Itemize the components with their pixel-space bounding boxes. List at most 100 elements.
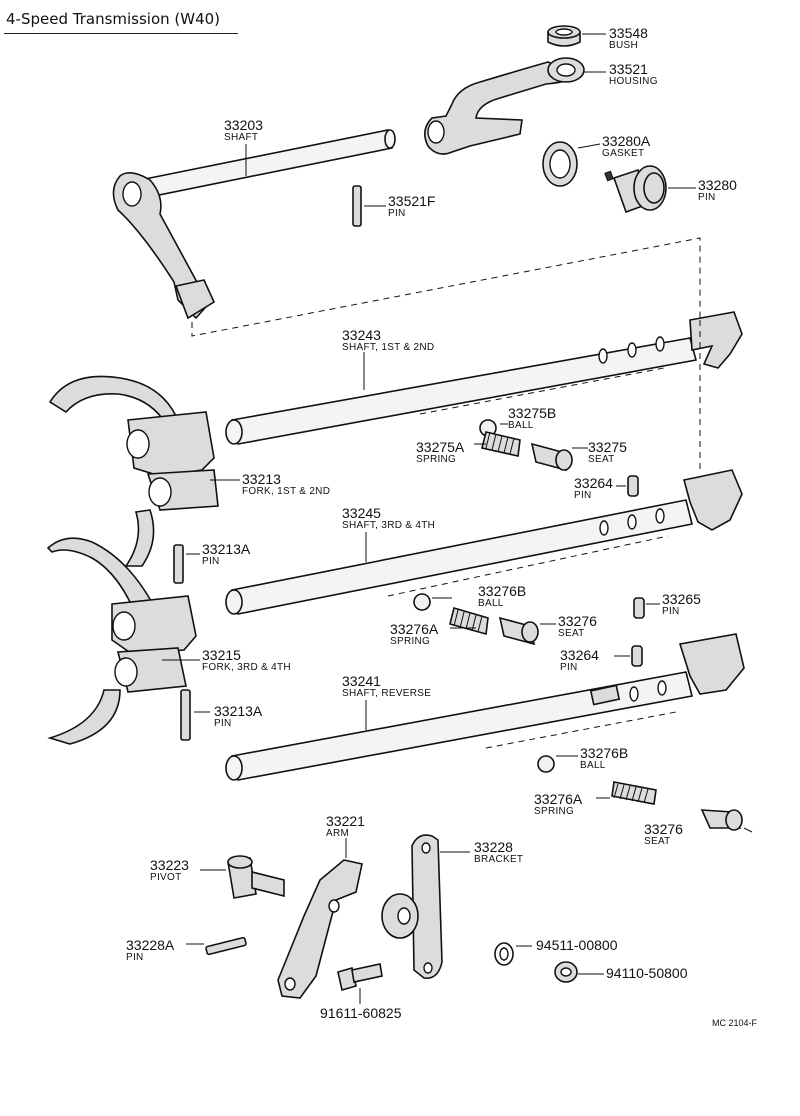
shaft-33241-drawing — [225, 633, 745, 781]
shaft-33203-drawing — [112, 129, 396, 320]
callout-33521: 33521 HOUSING — [609, 61, 658, 87]
svg-text:33213A: 33213A — [202, 541, 251, 557]
svg-text:33228A: 33228A — [126, 937, 175, 953]
arm-33221-drawing — [277, 859, 363, 999]
svg-text:PIN: PIN — [698, 192, 716, 203]
svg-text:33221: 33221 — [326, 813, 365, 829]
svg-text:FORK, 1ST & 2ND: FORK, 1ST & 2ND — [242, 486, 330, 497]
shaft-33245-drawing — [225, 469, 743, 615]
svg-text:PIN: PIN — [560, 662, 578, 673]
callout-33275B: 33275B BALL — [508, 405, 556, 431]
svg-text:33276A: 33276A — [390, 621, 439, 637]
gasket-33280A-drawing — [542, 141, 578, 187]
svg-text:PIVOT: PIVOT — [150, 872, 182, 883]
svg-text:33223: 33223 — [150, 857, 189, 873]
pin-33228A-drawing — [205, 936, 247, 956]
callout-33245: 33245 SHAFT, 3RD & 4TH — [342, 505, 435, 531]
pin-33521F-drawing — [352, 185, 362, 227]
washer-94511-00800-drawing — [494, 942, 514, 966]
callout-33276B-1: 33276B BALL — [478, 583, 526, 609]
callout-94511-00800: 94511-00800 — [536, 937, 618, 953]
svg-text:33276B: 33276B — [478, 583, 526, 599]
svg-text:33521F: 33521F — [388, 193, 435, 209]
callout-94110-50800: 94110-50800 — [606, 965, 688, 981]
svg-text:BALL: BALL — [478, 598, 504, 609]
callout-33276-1: 33276 SEAT — [558, 613, 597, 639]
svg-text:PIN: PIN — [126, 952, 144, 963]
nut-94110-50800-drawing — [554, 961, 578, 983]
svg-text:SHAFT, 3RD & 4TH: SHAFT, 3RD & 4TH — [342, 520, 435, 531]
fork-33213-drawing — [48, 375, 219, 567]
callout-33264-2: 33264 PIN — [560, 647, 599, 673]
callout-33521F: 33521F PIN — [388, 193, 435, 219]
svg-text:PIN: PIN — [202, 556, 220, 567]
svg-text:33265: 33265 — [662, 591, 701, 607]
svg-text:ARM: ARM — [326, 828, 349, 839]
title-underline — [4, 33, 238, 34]
svg-text:33276: 33276 — [644, 821, 683, 837]
svg-text:SHAFT, 1ST & 2ND: SHAFT, 1ST & 2ND — [342, 342, 434, 353]
callout-33275A: 33275A SPRING — [416, 439, 465, 465]
svg-text:33245: 33245 — [342, 505, 381, 521]
svg-text:PIN: PIN — [662, 606, 680, 617]
svg-text:SEAT: SEAT — [644, 836, 671, 847]
callout-33215: 33215 FORK, 3RD & 4TH — [202, 647, 291, 673]
callout-33228A: 33228A PIN — [126, 937, 175, 963]
callout-33275: 33275 SEAT — [588, 439, 627, 465]
svg-text:33213A: 33213A — [214, 703, 263, 719]
svg-text:33241: 33241 — [342, 673, 381, 689]
pin-33213A-1-drawing — [173, 544, 184, 584]
svg-text:FORK, 3RD & 4TH: FORK, 3RD & 4TH — [202, 662, 291, 673]
svg-text:BUSH: BUSH — [609, 40, 638, 51]
detent-set-3-drawing — [537, 755, 743, 831]
callout-33548: 33548 BUSH — [609, 25, 648, 51]
detent-set-2-drawing — [413, 593, 645, 667]
bracket-33228-drawing — [381, 834, 443, 979]
svg-text:33276B: 33276B — [580, 745, 628, 761]
svg-text:33276: 33276 — [558, 613, 597, 629]
svg-text:33243: 33243 — [342, 327, 381, 343]
svg-text:33548: 33548 — [609, 25, 648, 41]
svg-text:HOUSING: HOUSING — [609, 76, 658, 87]
callout-33213A-1: 33213A PIN — [202, 541, 251, 567]
callout-33276A-2: 33276A SPRING — [534, 791, 583, 817]
callout-33276-2: 33276 SEAT — [644, 821, 683, 847]
svg-text:33213: 33213 — [242, 471, 281, 487]
detent-set-1-drawing — [479, 419, 639, 497]
svg-text:SPRING: SPRING — [390, 636, 430, 647]
svg-text:SEAT: SEAT — [558, 628, 585, 639]
callout-33276B-2: 33276B BALL — [580, 745, 628, 771]
svg-text:33203: 33203 — [224, 117, 263, 133]
svg-text:33215: 33215 — [202, 647, 241, 663]
svg-text:PIN: PIN — [574, 490, 592, 501]
callout-33280: 33280 PIN — [698, 177, 737, 203]
pin-33280-drawing — [604, 165, 667, 214]
housing-33521-drawing — [424, 57, 585, 155]
figure-reference: MC 2104-F — [712, 1018, 758, 1028]
svg-text:33275A: 33275A — [416, 439, 465, 455]
callout-91611-60825: 91611-60825 — [320, 1005, 402, 1021]
svg-text:BALL: BALL — [508, 420, 534, 431]
svg-text:SPRING: SPRING — [534, 806, 574, 817]
svg-text:33275B: 33275B — [508, 405, 556, 421]
callout-33223: 33223 PIVOT — [150, 857, 189, 883]
svg-text:33280A: 33280A — [602, 133, 651, 149]
svg-text:SPRING: SPRING — [416, 454, 456, 465]
svg-text:SHAFT, REVERSE: SHAFT, REVERSE — [342, 688, 431, 699]
svg-text:PIN: PIN — [214, 718, 232, 729]
callout-33280A: 33280A GASKET — [602, 133, 651, 159]
pin-33213A-2-drawing — [180, 689, 191, 741]
guide-line-1 — [191, 237, 701, 337]
callout-33241: 33241 SHAFT, REVERSE — [342, 673, 431, 699]
callout-33265: 33265 PIN — [662, 591, 701, 617]
callout-33243: 33243 SHAFT, 1ST & 2ND — [342, 327, 434, 353]
svg-text:GASKET: GASKET — [602, 148, 644, 159]
svg-text:33228: 33228 — [474, 839, 513, 855]
bolt-91611-60825-drawing — [337, 963, 383, 992]
callout-33213A-2: 33213A PIN — [214, 703, 263, 729]
bush-33548-drawing — [547, 25, 581, 47]
callout-33264-1: 33264 PIN — [574, 475, 613, 501]
svg-text:33264: 33264 — [574, 475, 613, 491]
svg-text:PIN: PIN — [388, 208, 406, 219]
